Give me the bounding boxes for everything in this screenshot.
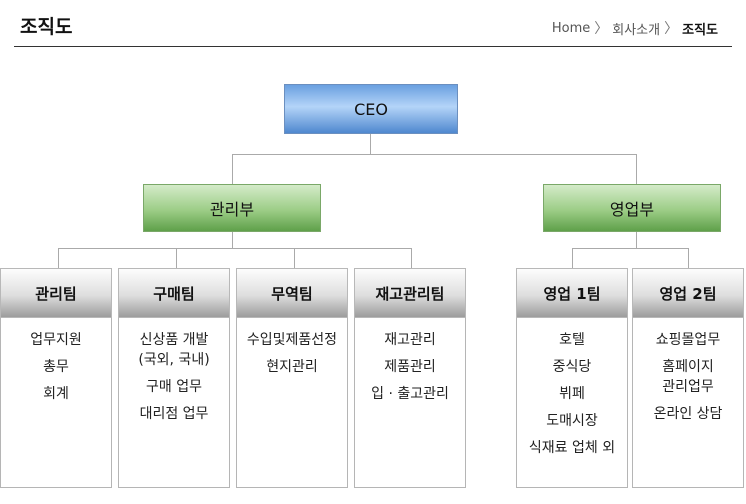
team-duty: 회계 — [43, 386, 69, 402]
dept-box-sales: 영업부 — [543, 184, 721, 232]
team-duty: 총무 — [43, 359, 69, 375]
team-duty: 수입및제품선정 — [246, 332, 338, 348]
connector-line — [294, 248, 295, 268]
connector-line — [572, 248, 573, 268]
team-body-sales-1: 호텔 중식당 뷔페 도매시장 식재료 업체 외 — [516, 318, 628, 488]
team-duty: 호텔 — [559, 332, 585, 348]
team-body-trade: 수입및제품선정 현지관리 — [236, 318, 348, 488]
ceo-box: CEO — [284, 84, 458, 134]
team-duty: 업무지원 — [30, 332, 82, 348]
team-head-sales-2: 영업 2팀 — [632, 268, 744, 318]
team-duty: 현지관리 — [266, 359, 318, 375]
team-duty: 중식당 — [552, 359, 592, 375]
team-duty: 홈페이지 관리업무 — [662, 359, 714, 395]
team-duty: 입 · 출고관리 — [371, 386, 449, 402]
team-head-trade: 무역팀 — [236, 268, 348, 318]
chevron-right-icon: 〉 — [664, 21, 679, 37]
team-body-sales-2: 쇼핑몰업무 홈페이지 관리업무 온라인 상담 — [632, 318, 744, 488]
team-duty: 쇼핑몰업무 — [655, 332, 721, 348]
breadcrumb-current: 조직도 — [682, 22, 718, 38]
breadcrumb: Home 〉 회사소개 〉 조직도 — [552, 18, 718, 38]
team-duty: 대리점 업무 — [139, 406, 209, 422]
connector-line — [58, 248, 412, 249]
team-duty: 뷔페 — [559, 386, 585, 402]
connector-line — [411, 248, 412, 268]
team-body-management: 업무지원 총무 회계 — [0, 318, 112, 488]
team-head-management: 관리팀 — [0, 268, 112, 318]
team-duty: 재고관리 — [384, 332, 436, 348]
connector-line — [688, 248, 689, 268]
team-duty: 구매 업무 — [146, 379, 202, 395]
connector-line — [232, 232, 233, 248]
connector-line — [232, 154, 637, 155]
connector-line — [370, 134, 371, 154]
connector-line — [176, 248, 177, 268]
title-divider — [14, 46, 732, 47]
team-head-purchasing: 구매팀 — [118, 268, 230, 318]
team-head-sales-1: 영업 1팀 — [516, 268, 628, 318]
team-duty: 제품관리 — [384, 359, 436, 375]
breadcrumb-section-link[interactable]: 회사소개 — [612, 22, 661, 38]
page-title: 조직도 — [20, 16, 73, 38]
connector-line — [636, 154, 637, 184]
dept-box-management: 관리부 — [143, 184, 321, 232]
connector-line — [572, 248, 689, 249]
breadcrumb-home-link[interactable]: Home — [551, 20, 591, 36]
team-duty: 식재료 업체 외 — [528, 440, 616, 456]
team-head-inventory: 재고관리팀 — [354, 268, 466, 318]
team-duty: 도매시장 — [546, 413, 598, 429]
connector-line — [232, 154, 233, 184]
team-body-purchasing: 신상품 개발 (국외, 국내) 구매 업무 대리점 업무 — [118, 318, 230, 488]
chevron-right-icon: 〉 — [594, 21, 609, 37]
team-duty: 온라인 상담 — [653, 406, 723, 422]
team-body-inventory: 재고관리 제품관리 입 · 출고관리 — [354, 318, 466, 488]
connector-line — [636, 232, 637, 248]
team-duty: 신상품 개발 (국외, 국내) — [138, 332, 210, 368]
connector-line — [58, 248, 59, 268]
